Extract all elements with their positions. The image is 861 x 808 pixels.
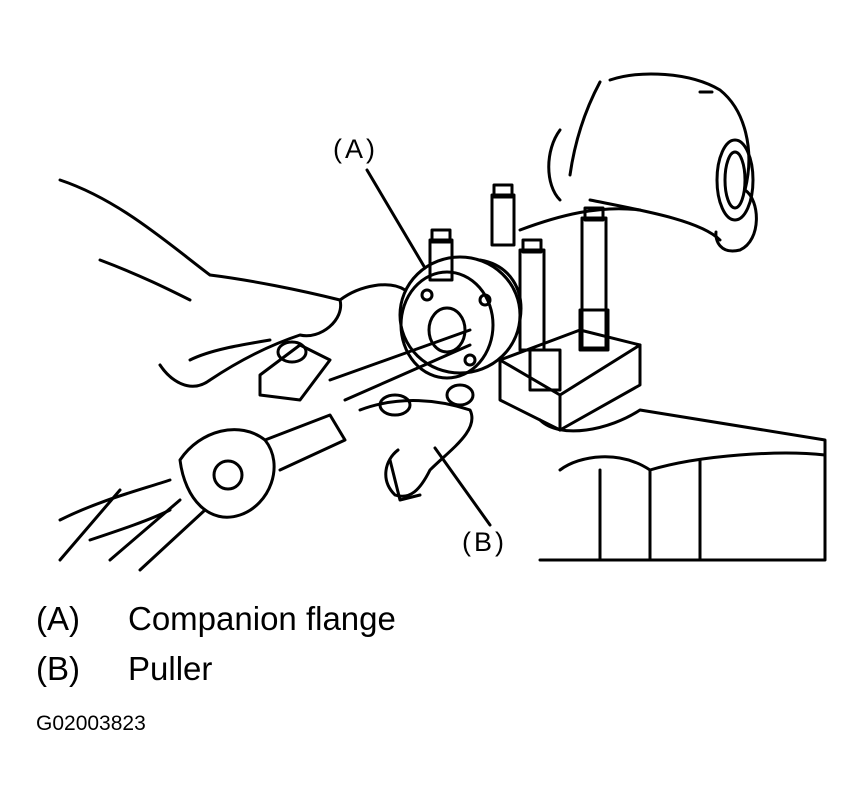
technician-hand-lower: [58, 478, 172, 542]
legend-key: (B): [36, 650, 80, 687]
differential-housing: [518, 72, 758, 253]
legend-label: Companion flange: [128, 600, 396, 637]
legend-item: (B) Puller: [36, 650, 212, 688]
callout-a: (A): [333, 134, 378, 164]
studs: [428, 183, 610, 392]
legend-item: (A) Companion flange: [36, 600, 396, 638]
legend-label: Puller: [128, 650, 213, 687]
puller-tool: [338, 283, 475, 502]
mounting-base: [498, 328, 827, 562]
technician-hand-upper: [58, 178, 343, 388]
leader-line-b: [433, 446, 492, 527]
leader-line-a: [365, 168, 427, 270]
callout-b: (B): [462, 527, 507, 557]
legend-key: (A): [36, 600, 80, 637]
wrench-handle: [58, 328, 472, 572]
figure-id: G02003823: [36, 712, 146, 735]
companion-flange: [398, 255, 523, 380]
puller-installation-illustration: [58, 72, 827, 572]
